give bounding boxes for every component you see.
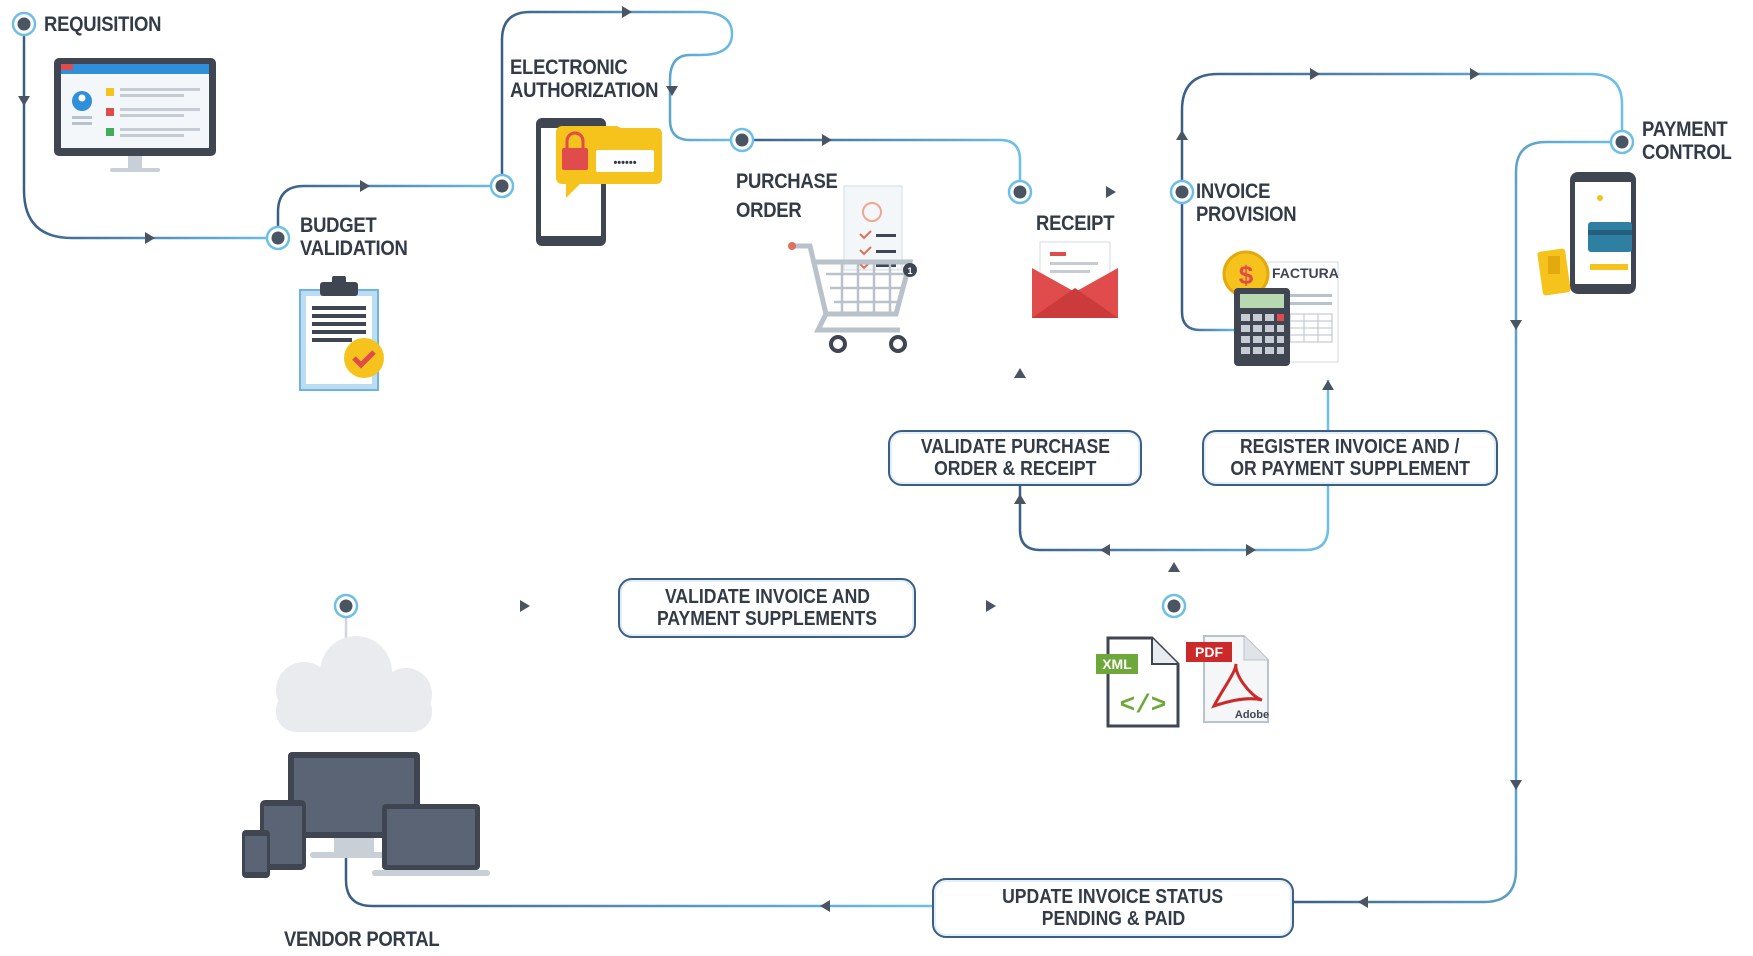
update-status-line-1: UPDATE INVOICE STATUS <box>1002 886 1224 908</box>
password-text: •••••• <box>613 157 636 169</box>
adobe-label: Adobe <box>1235 709 1269 721</box>
register-invoice-pill: REGISTER INVOICE AND / OR PAYMENT SUPPLE… <box>1202 430 1498 486</box>
update-status-pill: UPDATE INVOICE STATUS PENDING & PAID <box>932 878 1294 938</box>
invoice-line-1: INVOICE <box>1196 180 1271 203</box>
budget-line-2: VALIDATION <box>300 237 408 260</box>
authorization-line-2: AUTHORIZATION <box>510 79 659 102</box>
validate-invoice-pill: VALIDATE INVOICE AND PAYMENT SUPPLEMENTS <box>618 578 916 638</box>
shopping-cart-icon: 1 <box>788 185 917 353</box>
line-payment-update <box>1292 140 1622 904</box>
svg-text:</>: </> <box>1120 690 1167 720</box>
purchase-line-1: PURCHASE <box>736 170 838 193</box>
validate-po-receipt-pill: VALIDATE PURCHASE ORDER & RECEIPT <box>888 430 1142 486</box>
line-requisition-budget <box>22 24 278 240</box>
validate-po-line-2: ORDER & RECEIPT <box>933 458 1097 480</box>
node-authorization <box>489 173 515 199</box>
step-purchase-order-label: PURCHASE ORDER <box>736 170 838 222</box>
pdf-label: PDF <box>1195 644 1223 660</box>
node-receipt <box>1007 179 1033 205</box>
node-purchase-order <box>729 127 755 153</box>
cloud-icon <box>276 636 432 732</box>
svg-text:$: $ <box>1239 260 1254 290</box>
cart-badge-text: 1 <box>907 266 912 276</box>
line-invoice-payment <box>1180 72 1624 192</box>
flow-nodes <box>11 11 1635 619</box>
step-payment-control-label: PAYMENT CONTROL <box>1642 118 1732 164</box>
pdf-file-icon: PDF Adobe <box>1186 635 1269 723</box>
envelope-icon <box>1032 241 1118 318</box>
invoice-line-2: PROVISION <box>1196 203 1297 226</box>
phone-lock-icon: •••••• <box>536 118 662 246</box>
register-line-2: OR PAYMENT SUPPLEMENT <box>1230 458 1470 480</box>
phone-card-icon <box>1537 172 1636 296</box>
authorization-line-1: ELECTRONIC <box>510 56 628 79</box>
receipt-text: RECEIPT <box>1036 212 1115 235</box>
line-authorization-po <box>500 10 742 186</box>
line-update-vendor <box>344 840 932 908</box>
purchase-line-2: ORDER <box>736 199 802 222</box>
register-line-1: REGISTER INVOICE AND / <box>1240 436 1460 458</box>
arrowheads <box>18 6 1522 912</box>
validate-invoice-line-2: PAYMENT SUPPLEMENTS <box>656 608 878 630</box>
factura-text: FACTURA <box>1272 265 1339 281</box>
update-status-line-2: PENDING & PAID <box>1041 908 1185 930</box>
node-vendor <box>333 593 359 619</box>
flow-lines <box>22 10 1624 908</box>
node-documents <box>1161 593 1187 619</box>
step-electronic-authorization-label: ELECTRONIC AUTHORIZATION <box>510 56 658 102</box>
node-budget <box>265 225 291 251</box>
node-requisition <box>11 11 37 37</box>
calculator-invoice-icon: $ FACTURA <box>1222 250 1339 366</box>
clipboard-check-icon <box>299 276 384 391</box>
line-invoice-calc <box>1180 192 1240 332</box>
validate-po-line-1: VALIDATE PURCHASE <box>920 436 1110 458</box>
xml-label: XML <box>1102 656 1132 672</box>
requisition-text: REQUISITION <box>44 13 162 36</box>
payment-line-1: PAYMENT <box>1642 118 1728 141</box>
node-invoice-provision <box>1169 179 1195 205</box>
payment-line-2: CONTROL <box>1642 141 1732 164</box>
line-budget-authorization <box>276 184 502 238</box>
step-vendor-portal-label: VENDOR PORTAL <box>284 928 440 951</box>
xml-file-icon: XML </> <box>1096 636 1180 728</box>
vendor-portal-text: VENDOR PORTAL <box>284 928 440 951</box>
line-po-receipt <box>742 138 1022 192</box>
step-budget-validation-label: BUDGET VALIDATION <box>300 214 408 260</box>
step-invoice-provision-label: INVOICE PROVISION <box>1196 180 1297 226</box>
budget-line-1: BUDGET <box>300 214 377 237</box>
step-receipt-label: RECEIPT <box>1036 212 1115 235</box>
monitor-icon <box>54 58 216 172</box>
validate-invoice-line-1: VALIDATE INVOICE AND <box>664 586 870 608</box>
devices-icon <box>242 752 490 878</box>
node-payment-control <box>1609 129 1635 155</box>
step-requisition-label: REQUISITION <box>44 13 161 36</box>
